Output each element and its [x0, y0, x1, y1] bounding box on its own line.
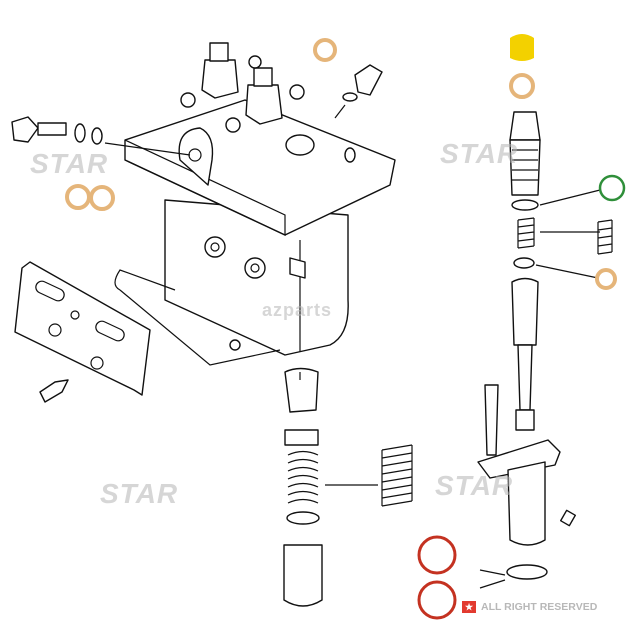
watermark-star: STAR — [435, 470, 514, 501]
watermark-star: STAR — [30, 148, 109, 179]
bleeder-screw — [334, 64, 383, 119]
star-logo-icon: ★ — [462, 601, 476, 613]
injector-assembly — [477, 111, 601, 589]
delivery-valve-holders — [180, 42, 305, 133]
green-o-ring — [598, 174, 626, 202]
plunger-spring — [381, 444, 413, 507]
copper-washer — [89, 185, 115, 211]
plunger-assembly — [283, 367, 378, 607]
red-o-ring — [417, 535, 457, 575]
red-o-ring — [417, 580, 457, 620]
watermark-star: STAR — [440, 138, 519, 169]
gasket-plate — [14, 261, 281, 403]
copyright-notice: ★ ALL RIGHT RESERVED — [462, 601, 597, 613]
copper-washer — [595, 268, 617, 290]
yellow-cap — [510, 34, 534, 61]
copper-washer — [509, 73, 535, 99]
copper-washer — [65, 184, 91, 210]
copper-washer — [313, 38, 337, 62]
injector-spring — [597, 219, 613, 255]
copyright-text: ALL RIGHT RESERVED — [481, 601, 598, 613]
watermark-star: STAR — [100, 478, 179, 509]
pump-body — [124, 99, 396, 356]
watermark-azparts: azparts — [262, 300, 333, 320]
banjo-bolt — [11, 116, 191, 156]
colored-seals — [65, 34, 626, 620]
